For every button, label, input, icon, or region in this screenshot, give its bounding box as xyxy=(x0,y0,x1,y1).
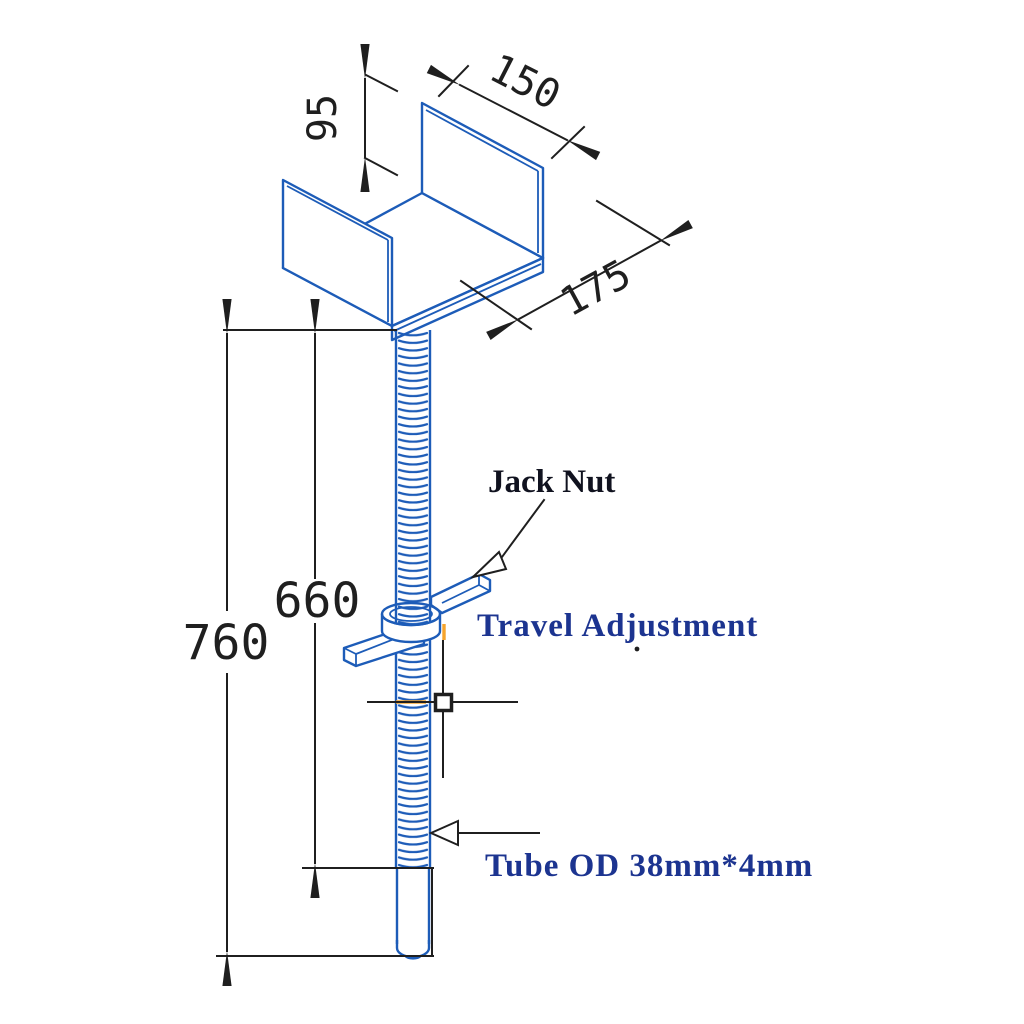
u-head-left-plate-inner-lines xyxy=(286,185,389,322)
pickbox-icon xyxy=(433,692,454,713)
dim-175-line xyxy=(486,220,693,340)
tube-walls xyxy=(395,868,431,944)
nut-collar-rim-inner xyxy=(389,606,433,622)
u-head-left-plate xyxy=(281,178,394,328)
dim-760-value: 760 xyxy=(183,615,270,671)
dim-760: 760 xyxy=(183,299,270,986)
dim-150-line xyxy=(426,64,601,161)
jack-nut-label: Jack Nut xyxy=(488,464,615,500)
tube-od-open-arrow-icon xyxy=(428,819,459,847)
cad-cursor xyxy=(367,624,518,778)
dim-150-value: 150 xyxy=(482,46,567,120)
threaded-rod xyxy=(394,330,432,868)
nut-collar-rim-outer xyxy=(380,601,442,627)
annotations: Jack Nut Travel Adjustment Tube OD 38mm*… xyxy=(428,464,813,884)
dim-175-extension-lines xyxy=(459,199,671,331)
jack-nut-leader-line xyxy=(500,498,546,559)
dim-150-extension-ticks xyxy=(437,64,586,160)
dim-95-value: 95 xyxy=(300,94,346,142)
jack-nut xyxy=(342,572,492,668)
travel-adjustment-note: Travel Adjustment xyxy=(477,608,758,652)
rod-threads xyxy=(396,331,430,868)
leader-tube-od: Tube OD 38mm*4mm xyxy=(428,819,813,884)
stray-period-dot xyxy=(634,646,640,652)
dim-95: 95 xyxy=(300,44,399,192)
tube-od-label: Tube OD 38mm*4mm xyxy=(485,848,813,884)
dim-95-extension-ticks xyxy=(363,73,399,177)
lower-tube xyxy=(395,868,431,960)
travel-adjustment-label: Travel Adjustment xyxy=(477,608,758,644)
dim-660-value: 660 xyxy=(274,573,361,629)
jack-nut-open-arrow-icon xyxy=(469,550,508,579)
tube-bottom-cap xyxy=(395,940,431,959)
dim-175-value: 175 xyxy=(553,251,638,326)
leader-jack-nut: Jack Nut xyxy=(469,464,615,579)
dim-660: 660 xyxy=(274,299,361,898)
